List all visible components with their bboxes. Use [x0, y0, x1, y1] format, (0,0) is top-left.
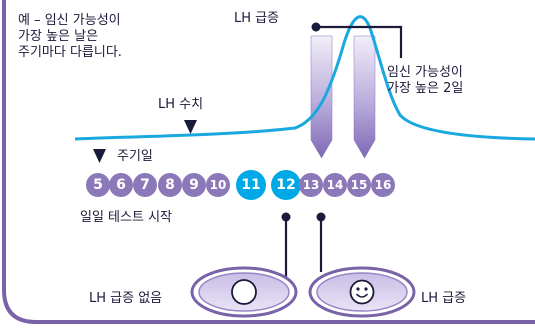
lh-level-label: LH 수치: [158, 97, 204, 112]
cycle-day-16: 16: [371, 173, 395, 197]
lh-surge-line: [316, 25, 403, 58]
cycle-day-6: 6: [109, 173, 133, 197]
no-surge-result-label: LH 급증 없음: [89, 291, 163, 306]
cycle-day-13: 13: [299, 173, 323, 197]
cycle-day-10: 10: [206, 173, 230, 197]
frame-border: [2, 0, 535, 324]
cycle-day-11: 11: [236, 170, 266, 200]
result-window-surge: [308, 266, 416, 318]
cycle-day-12: 12: [271, 170, 301, 200]
empty-circle-icon: [231, 279, 257, 305]
cycle-day-5: 5: [86, 173, 110, 197]
smiley-face-icon: [349, 279, 375, 305]
example-note-line-2: 가장 높은 날은: [18, 29, 99, 44]
cycle-day-7: 7: [133, 173, 157, 197]
cycle-day-8: 8: [158, 173, 182, 197]
lh-surge-label: LH 급증: [234, 11, 280, 26]
peak-day-bar-12: [353, 35, 376, 159]
lh-level-curve: [74, 15, 535, 141]
example-note-line-1: 예 – 임신 가능성이: [18, 13, 121, 28]
peak-day-bar-11: [310, 35, 333, 159]
cycle-day-arrow-icon: [93, 149, 106, 163]
cycle-day-label: 주기일: [117, 149, 153, 164]
cycle-day-9: 9: [182, 173, 206, 197]
cycle-day-14: 14: [323, 173, 347, 197]
lh-level-arrow-icon: [184, 120, 197, 134]
cycle-day-15: 15: [347, 173, 371, 197]
day-10-connector: [284, 217, 293, 285]
test-start-label: 일일 테스트 시작: [80, 210, 172, 225]
result-window-no-surge: [190, 266, 298, 318]
peak-fertility-line-2: 가장 높은 2일: [387, 81, 464, 96]
example-note-line-3: 주기마다 다릅니다.: [18, 45, 122, 60]
peak-fertility-line-1: 임신 가능성이: [387, 65, 463, 80]
surge-result-label: LH 급증: [421, 291, 467, 306]
